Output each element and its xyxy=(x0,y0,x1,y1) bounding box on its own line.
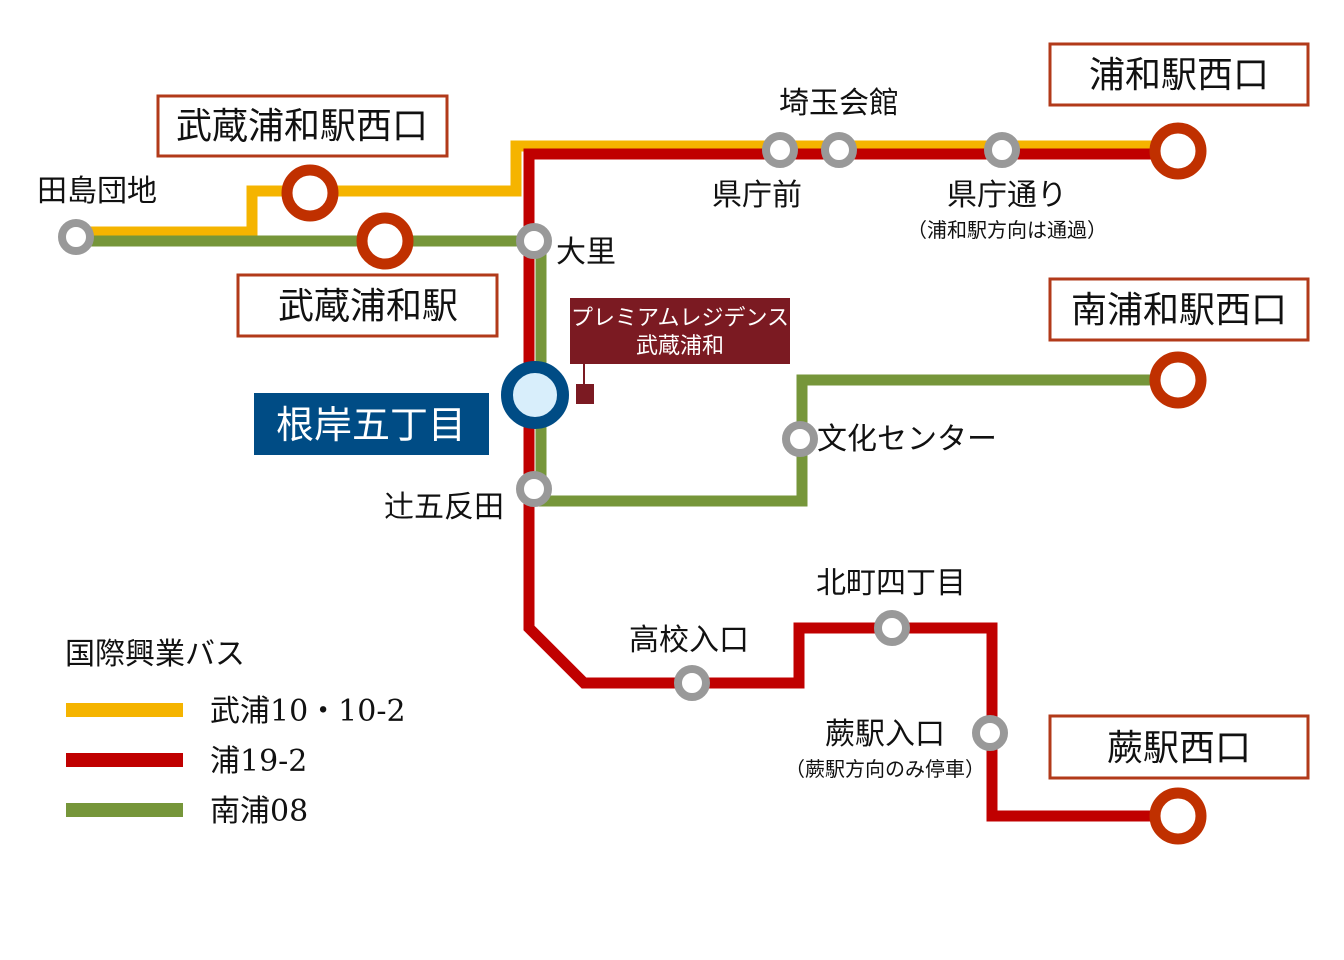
terminal-box-musashi-urawa: 武蔵浦和駅 xyxy=(236,273,499,338)
legend: 国際興業バス 武浦10・10-2 浦19-2 南浦08 xyxy=(65,637,406,829)
stop-label-warabi-iriguchi: 蕨駅入口 xyxy=(825,717,945,752)
stop-marker-tajima xyxy=(58,219,94,255)
terminal-label: 武蔵浦和駅 xyxy=(278,286,458,327)
legend-label-yellow: 武浦10・10-2 xyxy=(210,694,406,729)
terminal-box-warabi-west: 蕨駅西口 xyxy=(1048,714,1310,780)
terminal-label: 南浦和駅西口 xyxy=(1071,290,1287,331)
terminal-marker xyxy=(1149,122,1207,180)
stop-marker-kencho-mae xyxy=(762,132,798,168)
stop-label-saitama-kaikan: 埼玉会館 xyxy=(779,86,899,121)
terminal-box-urawa-west: 浦和駅西口 xyxy=(1048,42,1310,107)
legend-label-red: 浦19-2 xyxy=(210,744,307,779)
terminal-label: 武蔵浦和駅西口 xyxy=(176,106,428,147)
stop-labels: 田島団地 大里 埼玉会館 県庁前 県庁通り （浦和駅方向は通過） 文化センター … xyxy=(37,86,1107,781)
terminal-marker xyxy=(281,164,339,222)
residence-name-line1: プレミアムレジデンス xyxy=(571,306,789,331)
legend-swatch-green xyxy=(66,803,183,817)
stop-marker-bunka-center xyxy=(782,421,818,457)
hub-marker xyxy=(501,361,569,429)
legend-swatch-yellow xyxy=(66,703,183,717)
stop-marker-saitama-kaikan xyxy=(821,132,857,168)
stop-marker-tsuji-gotanda xyxy=(516,471,552,507)
stop-label-bunka-center: 文化センター xyxy=(817,422,997,457)
terminal-box-musashi-urawa-west: 武蔵浦和駅西口 xyxy=(156,94,449,158)
terminal-box-minami-urawa-west: 南浦和駅西口 xyxy=(1048,277,1310,342)
route-lines xyxy=(76,140,1180,822)
residence-location-square xyxy=(576,384,594,404)
stop-label-kencho-mae: 県庁前 xyxy=(712,178,802,213)
hub-label: 根岸五丁目 xyxy=(276,403,466,447)
stop-markers xyxy=(58,132,1020,751)
terminal-marker xyxy=(1149,351,1207,409)
route-line-red xyxy=(523,148,1180,822)
legend-label-green: 南浦08 xyxy=(210,794,308,829)
route-line-green-west xyxy=(76,235,1178,507)
stop-label-tajima: 田島団地 xyxy=(37,174,157,209)
stop-marker-kencho-dori xyxy=(984,132,1020,168)
stop-marker-kitamachi xyxy=(874,610,910,646)
terminal-marker xyxy=(1149,787,1207,845)
stop-label-koko-iriguchi: 高校入口 xyxy=(629,623,749,658)
stop-label-tsuji-gotanda: 辻五反田 xyxy=(384,490,504,525)
stop-label-osato: 大里 xyxy=(556,235,616,270)
terminal-markers xyxy=(281,122,1207,845)
terminal-label: 浦和駅西口 xyxy=(1089,55,1269,96)
residence-name-line2: 武蔵浦和 xyxy=(636,334,724,359)
residence-marker: プレミアムレジデンス 武蔵浦和 xyxy=(570,298,790,404)
residence-label-box xyxy=(570,298,790,364)
stop-marker-warabi-iriguchi xyxy=(972,715,1008,751)
legend-swatch-red xyxy=(66,753,183,767)
stop-label-kitamachi: 北町四丁目 xyxy=(816,566,966,601)
terminal-marker xyxy=(356,212,414,270)
stop-marker-koko-iriguchi xyxy=(674,665,710,701)
hub-label-box xyxy=(254,393,489,455)
legend-title: 国際興業バス xyxy=(65,637,245,672)
route-line-yellow xyxy=(76,140,1180,238)
stop-note-kencho-dori: （浦和駅方向は通過） xyxy=(907,218,1107,242)
terminal-label: 蕨駅西口 xyxy=(1107,728,1251,769)
stop-note-warabi-iriguchi: （蕨駅方向のみ停車） xyxy=(785,757,985,781)
stop-marker-osato xyxy=(516,223,552,259)
hub-stop: 根岸五丁目 xyxy=(254,361,569,455)
stop-label-kencho-dori: 県庁通り xyxy=(947,178,1067,213)
